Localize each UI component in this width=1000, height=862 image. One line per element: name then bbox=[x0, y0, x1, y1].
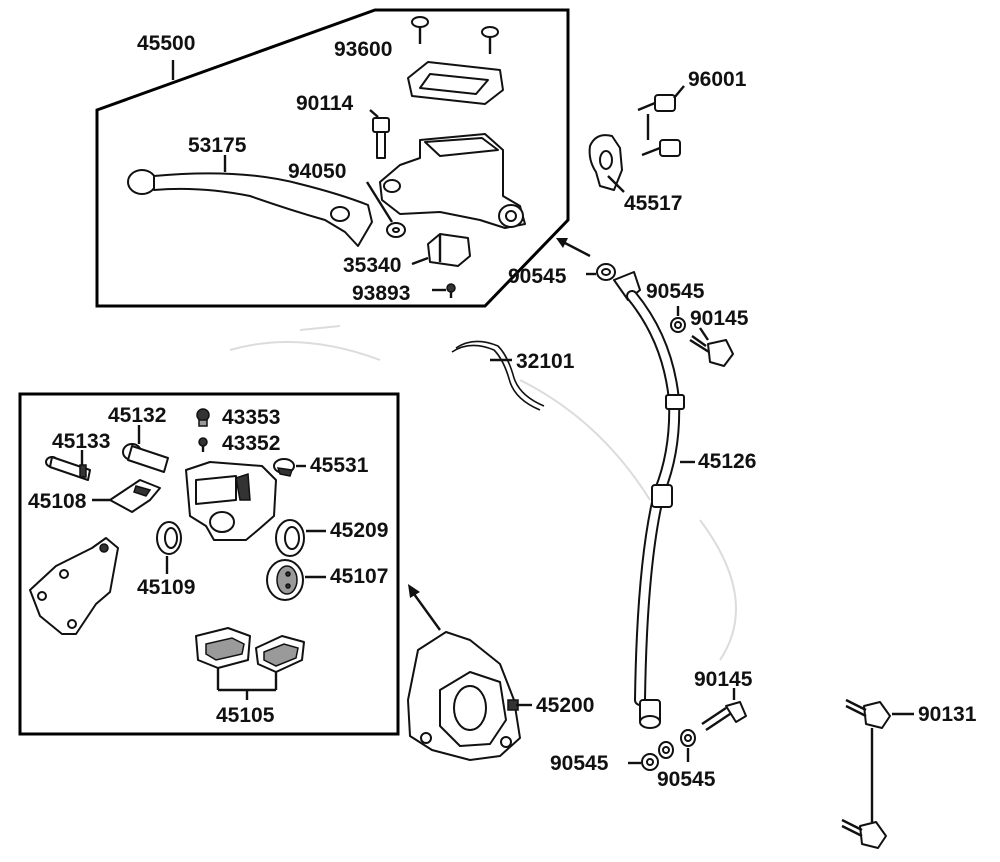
screw-93600-icon bbox=[411, 16, 499, 54]
part-label-45133: 45133 bbox=[52, 430, 110, 453]
leader-94050 bbox=[365, 181, 394, 223]
leader-45517 bbox=[607, 175, 625, 193]
part-label-45132: 45132 bbox=[108, 404, 166, 427]
boot-45109-icon bbox=[156, 521, 182, 555]
pin-45132-icon bbox=[122, 443, 169, 473]
caliper-exploded-frame bbox=[18, 392, 400, 736]
leader-35340 bbox=[411, 256, 429, 266]
washer-90545-lower-left-icon bbox=[641, 753, 659, 771]
part-label-90131: 90131 bbox=[918, 703, 977, 726]
bolts-96001-icon bbox=[637, 94, 681, 157]
brake-pads-45105-icon bbox=[195, 627, 305, 673]
part-label-90114: 90114 bbox=[296, 92, 354, 115]
part-label-45126: 45126 bbox=[698, 450, 756, 473]
arrow-to-master-cylinder bbox=[556, 238, 591, 258]
part-label-90545-b: 90545 bbox=[646, 280, 705, 303]
part-label-90545-a: 90545 bbox=[508, 265, 567, 288]
part-label-45517: 45517 bbox=[624, 192, 682, 215]
washer-94050-icon bbox=[386, 222, 406, 238]
seal-45209-icon bbox=[275, 519, 305, 557]
part-label-32101: 32101 bbox=[516, 350, 575, 373]
part-label-90145-b: 90145 bbox=[694, 668, 753, 691]
part-label-45107: 45107 bbox=[330, 565, 388, 588]
bleed-cap-43353-icon bbox=[196, 408, 210, 427]
leader-90114 bbox=[369, 109, 379, 118]
part-label-45109: 45109 bbox=[137, 576, 195, 599]
assembled-caliper-45200-icon bbox=[407, 631, 521, 761]
caliper-body-icon bbox=[185, 461, 277, 541]
piston-45107-icon bbox=[266, 559, 304, 601]
bolt-90114-icon bbox=[372, 117, 390, 159]
brake-switch-35340-icon bbox=[427, 233, 471, 267]
group-label-45500: 45500 bbox=[137, 32, 195, 55]
clamp-45517-icon bbox=[588, 134, 623, 191]
part-label-90545-d: 90545 bbox=[657, 768, 716, 791]
part-label-45531: 45531 bbox=[310, 454, 369, 477]
bolt-90145-lower-icon bbox=[701, 701, 747, 731]
part-label-94050: 94050 bbox=[288, 160, 346, 183]
part-label-45108: 45108 bbox=[28, 490, 87, 513]
bleed-screw-43352-icon bbox=[198, 437, 208, 452]
pin-45133-icon bbox=[45, 456, 91, 481]
part-label-53175: 53175 bbox=[188, 134, 247, 157]
washer-90545-upper-icon bbox=[596, 263, 616, 281]
group-label-45200: 45200 bbox=[536, 694, 594, 717]
master-cylinder-body-icon bbox=[379, 133, 526, 229]
part-label-96001: 96001 bbox=[688, 68, 747, 91]
leader-90145-a bbox=[699, 327, 709, 341]
spring-clip-45108-icon bbox=[109, 479, 161, 513]
part-label-35340: 35340 bbox=[343, 254, 401, 277]
leader-96001 bbox=[673, 85, 685, 99]
reservoir-cap-icon bbox=[407, 61, 504, 105]
screw-93893-icon bbox=[446, 283, 456, 298]
part-label-43353: 43353 bbox=[222, 406, 280, 429]
cap-45531-icon bbox=[273, 458, 295, 477]
part-label-90145-a: 90145 bbox=[690, 307, 749, 330]
bolt-90145-upper-icon bbox=[689, 335, 734, 367]
caliper-bracket-icon bbox=[29, 537, 119, 635]
leader-45105 bbox=[216, 668, 278, 700]
washer-90545-upper-right-icon bbox=[670, 317, 686, 333]
part-label-45209: 45209 bbox=[330, 519, 388, 542]
bolts-90131-icon bbox=[841, 698, 891, 849]
part-label-90545-c: 90545 bbox=[550, 752, 609, 775]
washer-90545-lower-mid-icon bbox=[658, 741, 674, 759]
background-ghosting bbox=[229, 325, 737, 661]
part-label-45105: 45105 bbox=[216, 704, 275, 727]
master-cylinder-frame bbox=[95, 8, 570, 308]
part-label-93893: 93893 bbox=[352, 282, 410, 305]
brake-lever-icon bbox=[127, 169, 373, 247]
arrow-to-caliper-frame bbox=[408, 584, 441, 631]
part-label-93600: 93600 bbox=[334, 38, 392, 61]
brake-hose-icon bbox=[613, 271, 685, 729]
washer-90545-lower-right-icon bbox=[680, 729, 696, 747]
part-label-43352: 43352 bbox=[222, 432, 280, 455]
